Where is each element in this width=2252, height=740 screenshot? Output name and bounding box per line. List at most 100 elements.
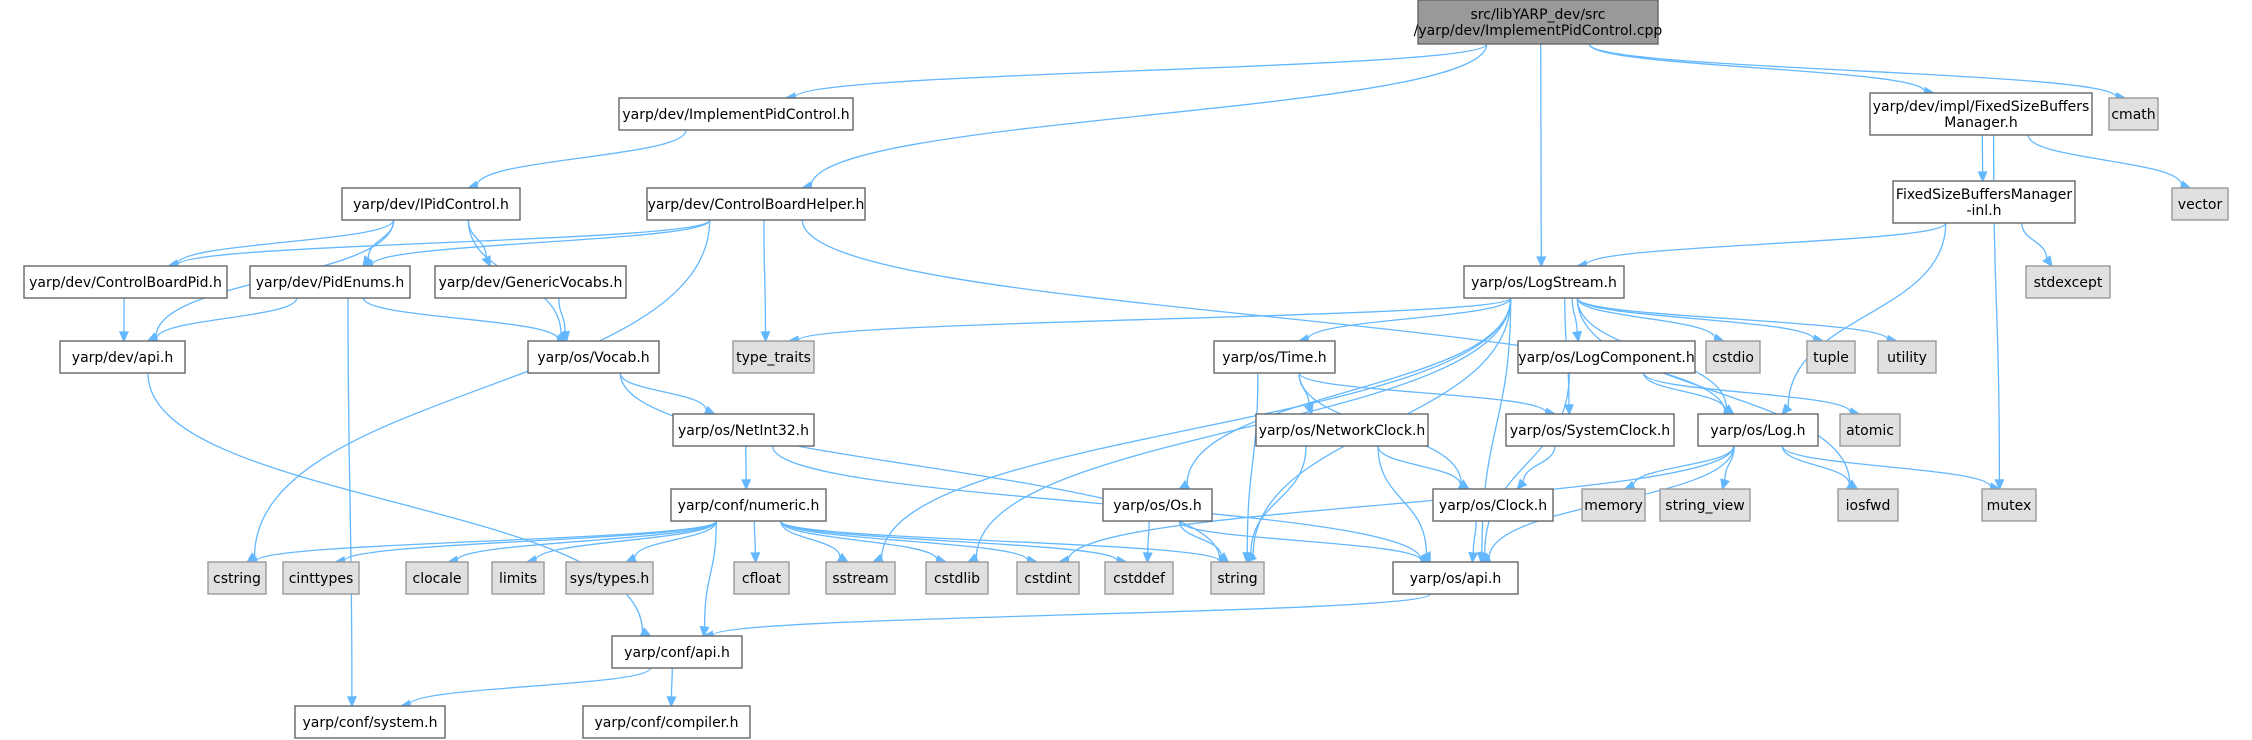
node-label: cmath <box>2111 107 2155 123</box>
edge-line <box>1186 297 1512 485</box>
edge-genvocabs-to-vocab <box>558 297 570 343</box>
edge-line <box>1781 445 1851 485</box>
edge-line <box>1250 445 1307 554</box>
node-label: atomic <box>1846 423 1894 439</box>
edge-arrowhead <box>560 330 570 343</box>
edge-line <box>780 520 1220 562</box>
node-log[interactable]: yarp/os/Log.h <box>1697 413 1819 447</box>
node-box <box>618 97 854 131</box>
node-cstdint: cstdint <box>1016 561 1080 595</box>
node-time[interactable]: yarp/os/Time.h <box>1213 340 1336 374</box>
node-box <box>491 561 545 595</box>
node-iosfwd: iosfwd <box>1837 488 1899 522</box>
edge-line <box>780 520 1119 562</box>
edge-line <box>1588 43 2117 98</box>
node-sysclock[interactable]: yarp/os/SystemClock.h <box>1505 413 1675 447</box>
node-box <box>733 561 790 595</box>
node-box <box>405 561 469 595</box>
edge-arrowhead <box>1245 551 1256 564</box>
node-fsbm_inl[interactable]: FixedSizeBuffersManager-inl.h <box>1892 180 2076 224</box>
node-ipc_h[interactable]: yarp/dev/ImplementPidControl.h <box>618 97 854 131</box>
node-label: yarp/os/LogComponent.h <box>1518 350 1694 366</box>
node-confapi[interactable]: yarp/conf/api.h <box>611 635 743 669</box>
node-genvocabs[interactable]: yarp/dev/GenericVocabs.h <box>434 265 627 299</box>
edge-numeric-to-confapi <box>699 520 717 638</box>
edge-line <box>711 593 1431 637</box>
edge-root-to-ipc_h <box>784 43 1488 103</box>
node-cmath: cmath <box>2108 97 2159 131</box>
edge-line <box>619 372 1221 560</box>
edge-line <box>1576 297 1815 340</box>
edge-logstream-to-logcomp <box>1571 297 1582 343</box>
node-label: utility <box>1887 350 1927 366</box>
edge-line <box>1484 372 1571 554</box>
node-box <box>582 705 751 739</box>
node-cbpid[interactable]: yarp/dev/ControlBoardPid.h <box>23 265 228 299</box>
node-label: yarp/dev/ImplementPidControl.h <box>622 107 849 123</box>
edge-devapi-to-confapi <box>147 372 652 637</box>
edge-line <box>1571 297 1578 333</box>
node-label: FixedSizeBuffersManager <box>1896 187 2072 203</box>
node-box <box>825 561 896 595</box>
node-label: string_view <box>1665 498 1744 514</box>
node-box <box>1255 413 1429 447</box>
node-fsbm[interactable]: yarp/dev/impl/FixedSizeBuffersManager.h <box>1869 92 2093 136</box>
node-label: yarp/conf/api.h <box>624 645 730 661</box>
node-box <box>1697 413 1819 447</box>
edge-netclock-to-string <box>1245 445 1307 564</box>
node-label: yarp/conf/system.h <box>303 715 438 731</box>
edge-line <box>1588 43 1926 93</box>
node-box <box>1839 413 1901 447</box>
node-numeric[interactable]: yarp/conf/numeric.h <box>670 488 827 522</box>
node-netint32[interactable]: yarp/os/NetInt32.h <box>672 413 815 447</box>
node-os[interactable]: yarp/os/Os.h <box>1102 488 1213 522</box>
node-root[interactable]: src/libYARP_dev/src/yarp/dev/ImplementPi… <box>1414 0 1663 45</box>
edge-line <box>975 297 1512 559</box>
edge-line <box>670 667 673 698</box>
node-label: type_traits <box>736 350 811 366</box>
node-ipid[interactable]: yarp/dev/IPidControl.h <box>341 187 521 221</box>
node-logcomp[interactable]: yarp/os/LogComponent.h <box>1517 340 1696 374</box>
edge-numeric-to-cstddef <box>780 520 1128 566</box>
node-cbh[interactable]: yarp/dev/ControlBoardHelper.h <box>646 187 866 221</box>
node-box <box>1981 488 2037 522</box>
node-label: cstdlib <box>934 571 980 587</box>
node-box <box>611 635 743 669</box>
node-box <box>2025 265 2111 299</box>
node-system[interactable]: yarp/conf/system.h <box>294 705 446 739</box>
edge-logcomp-to-osapi <box>1480 372 1571 564</box>
edge-line <box>255 520 717 562</box>
node-box <box>1213 340 1336 374</box>
edge-line <box>1178 520 1422 561</box>
edge-arrowhead <box>1977 171 1988 183</box>
edge-line <box>253 219 711 557</box>
node-osapi[interactable]: yarp/os/api.h <box>1392 561 1519 595</box>
node-label: string <box>1217 571 1257 587</box>
node-box <box>1505 413 1675 447</box>
node-cstddef: cstddef <box>1104 561 1174 595</box>
node-pidenums[interactable]: yarp/dev/PidEnums.h <box>249 265 411 299</box>
node-box <box>1581 488 1646 522</box>
edge-os-to-osapi <box>1178 520 1432 566</box>
node-clock[interactable]: yarp/os/Clock.h <box>1432 488 1554 522</box>
node-label: cstddef <box>1113 571 1166 587</box>
node-box <box>1417 0 1659 45</box>
node-netclock[interactable]: yarp/os/NetworkClock.h <box>1255 413 1429 447</box>
edge-netint32-to-numeric <box>741 445 752 491</box>
edge-os-to-string <box>1178 520 1230 564</box>
node-box <box>1517 340 1696 374</box>
node-compiler[interactable]: yarp/conf/compiler.h <box>582 705 751 739</box>
node-cinttypes: cinttypes <box>282 561 360 595</box>
edge-root-to-fsbm <box>1588 43 1936 97</box>
node-vocab[interactable]: yarp/os/Vocab.h <box>527 340 660 374</box>
edge-line <box>1576 297 1889 341</box>
edge-line <box>1540 43 1542 258</box>
node-label: yarp/conf/compiler.h <box>595 715 739 731</box>
edge-arrowhead <box>1142 552 1153 564</box>
edge-netclock-to-osapi <box>1377 445 1431 564</box>
edge-root-to-logstream <box>1536 43 1547 268</box>
node-devapi[interactable]: yarp/dev/api.h <box>59 340 186 374</box>
node-logstream[interactable]: yarp/os/LogStream.h <box>1463 265 1625 299</box>
edge-arrowhead <box>118 331 129 343</box>
node-label: -inl.h <box>1966 203 2001 219</box>
